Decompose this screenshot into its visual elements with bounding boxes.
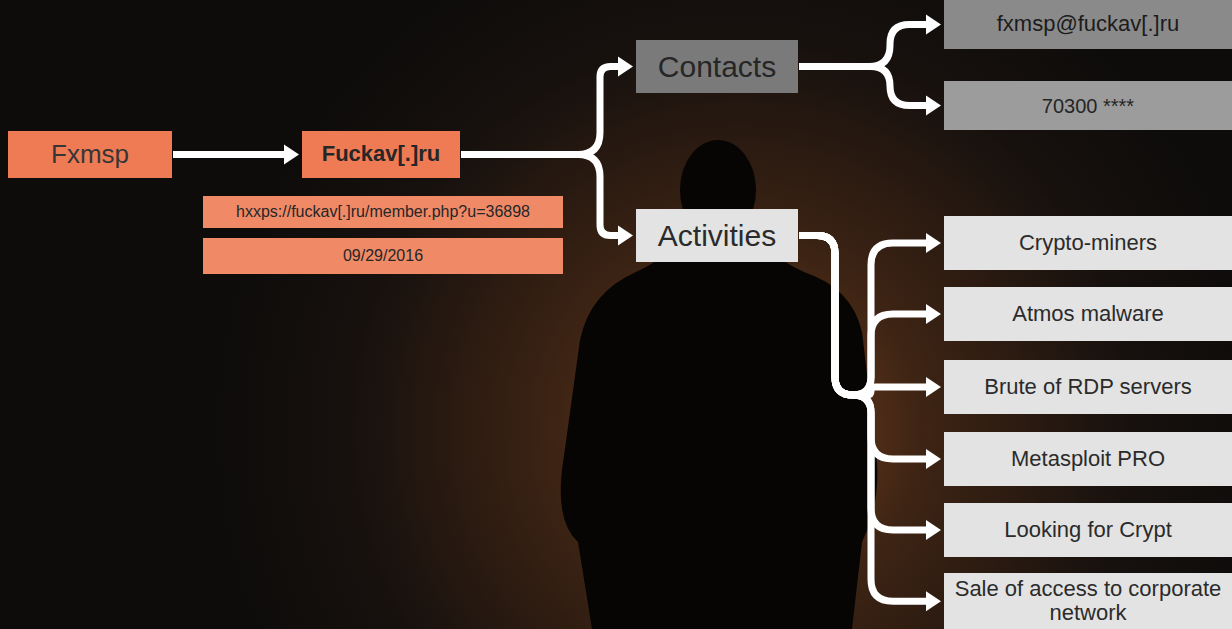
node-text: Activities [658, 219, 776, 252]
connector-arrow [799, 15, 941, 67]
date-tag: 09/29/2016 [203, 238, 563, 274]
node-text: 09/29/2016 [343, 247, 423, 265]
connector-line [799, 236, 929, 602]
activity-box: Metasploit PRO [944, 432, 1232, 486]
arrow-head [926, 377, 941, 397]
node-text: Fxmsp [51, 140, 129, 169]
node-text: Metasploit PRO [1011, 447, 1165, 471]
node-text: Looking for Crypt [1004, 518, 1172, 542]
activity-box: Looking for Crypt [944, 503, 1232, 557]
connector-line [461, 67, 621, 155]
node-text: 70300 **** [1042, 95, 1134, 117]
site-box: Fuckav[.]ru [302, 131, 460, 178]
connector-line [799, 236, 929, 531]
contact-box: 70300 **** [944, 81, 1232, 130]
arrow-head [926, 520, 941, 540]
arrow-head [926, 233, 941, 253]
arrow-head [926, 15, 941, 35]
node-text: Crypto-miners [1019, 231, 1157, 255]
node-text: Contacts [658, 50, 776, 83]
contact-box: fxmsp@fuckav[.]ru [944, 0, 1232, 49]
arrow-head [926, 96, 941, 116]
connector-arrow [461, 57, 633, 155]
node-text: Fuckav[.]ru [322, 142, 441, 166]
activity-box: Crypto-miners [944, 216, 1232, 270]
activity-box: Sale of access to corporate network [944, 573, 1232, 629]
connector-line [173, 151, 287, 158]
connector-line [799, 236, 929, 396]
actor-box: Fxmsp [8, 131, 172, 178]
node-text: Atmos malware [1012, 302, 1164, 326]
arrow-head [284, 145, 299, 165]
node-text: hxxps://fuckav[.]ru/member.php?u=36898 [236, 203, 530, 221]
arrow-head [618, 57, 633, 77]
activity-box: Brute of RDP servers [944, 360, 1232, 414]
connector-line [799, 236, 929, 460]
activity-box: Atmos malware [944, 287, 1232, 341]
connector-arrow [799, 67, 941, 116]
arrow-head [926, 449, 941, 469]
node-text: Brute of RDP servers [984, 375, 1191, 399]
arrow-head [618, 226, 633, 246]
connector-arrow [799, 233, 941, 395]
node-text: Sale of access to corporate network [952, 577, 1224, 625]
arrow-head [926, 591, 941, 611]
connector-arrow [173, 145, 299, 165]
url-tag: hxxps://fuckav[.]ru/member.php?u=36898 [203, 196, 563, 228]
node-text: fxmsp@fuckav[.]ru [997, 12, 1180, 36]
connector-line [799, 236, 929, 396]
category-box: Activities [636, 209, 798, 262]
connector-arrow [799, 236, 941, 398]
man-silhouette [561, 140, 878, 629]
connector-line [799, 236, 929, 396]
arrow-head [926, 304, 941, 324]
connector-arrow [799, 236, 941, 396]
connector-line [799, 25, 929, 67]
connector-arrow [799, 236, 941, 612]
category-box: Contacts [636, 40, 798, 93]
connector-line [799, 67, 929, 106]
